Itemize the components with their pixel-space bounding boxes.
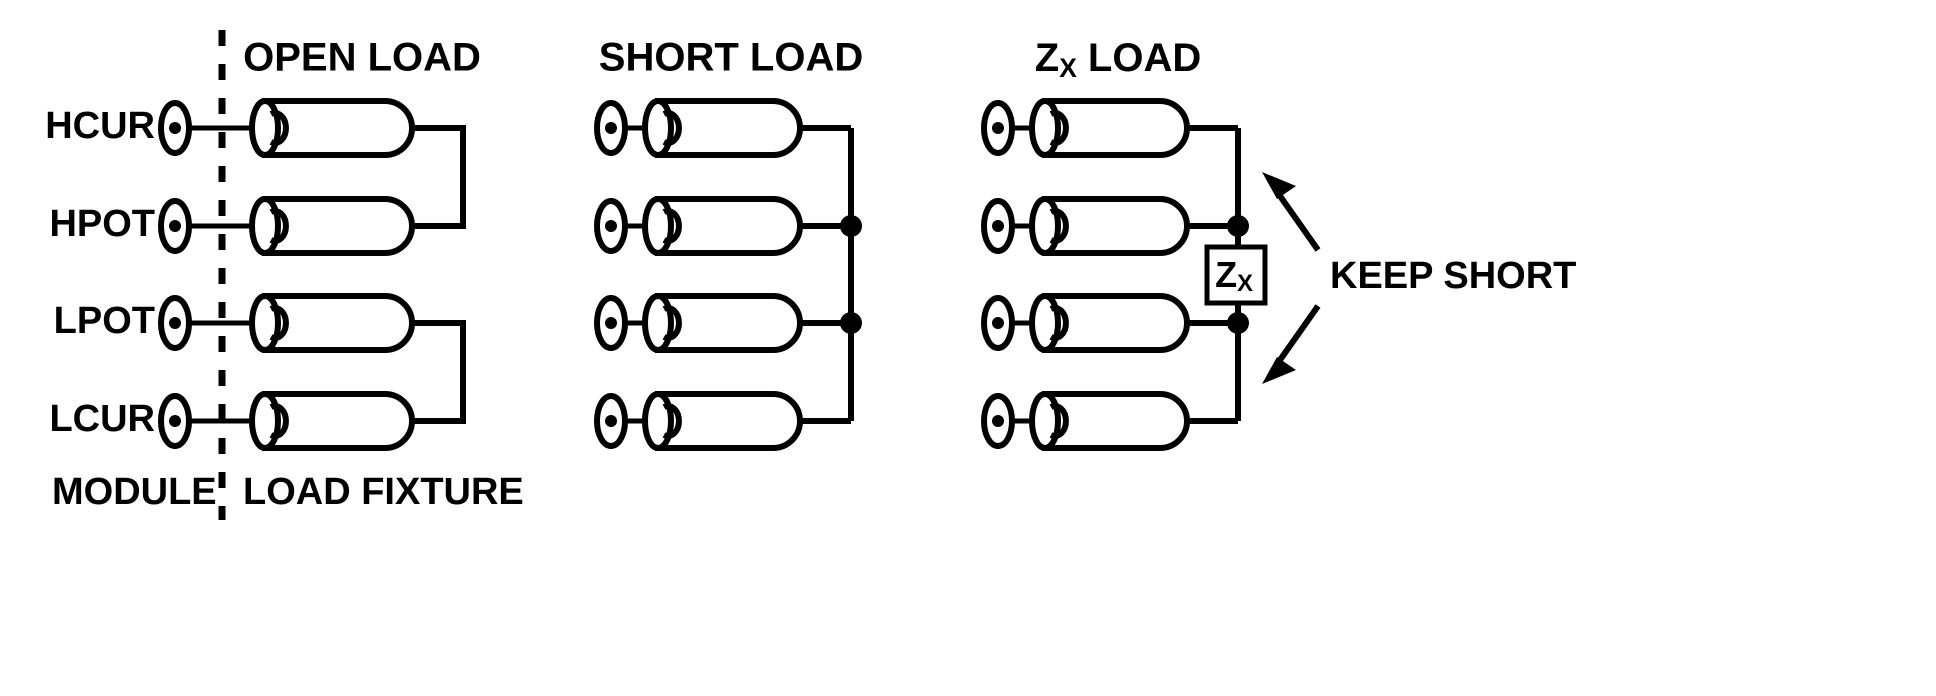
cable-lpot <box>249 293 415 353</box>
port-connector-hcur <box>984 103 1012 153</box>
cable-lpot <box>1029 293 1190 353</box>
cable-lpot <box>642 293 803 353</box>
zx-label-sub: X <box>1237 270 1253 297</box>
port-connector-hcur <box>161 103 189 153</box>
port-label-hpot: HPOT <box>49 203 155 245</box>
port-connector-lcur <box>161 396 189 446</box>
port-label-hcur: HCUR <box>45 105 155 147</box>
open-load-cables <box>249 98 415 451</box>
short-load-bus <box>800 125 862 424</box>
junction-dot-lpot <box>1227 312 1249 334</box>
cable-hcur <box>642 98 803 158</box>
open-load-interconnects <box>412 125 466 424</box>
port-connector-hcur <box>597 103 625 153</box>
port-connector-lpot <box>597 298 625 348</box>
cable-lcur <box>249 391 415 451</box>
zx-box-label: ZX <box>1215 254 1253 298</box>
zx-load-cables <box>1029 98 1190 451</box>
port-connector-lpot <box>161 298 189 348</box>
port-label-lpot: LPOT <box>54 300 155 342</box>
zx-box <box>1204 244 1268 306</box>
zx-title-sub: X <box>1059 53 1077 83</box>
column-title-short-load: SHORT LOAD <box>599 36 863 80</box>
port-label-lcur: LCUR <box>49 398 155 440</box>
junction-dot-hpot <box>1227 215 1249 237</box>
column-short-load <box>597 98 862 451</box>
column-titles: OPEN LOAD SHORT LOAD ZX LOAD <box>243 36 1201 83</box>
junction-dot-hpot <box>840 215 862 237</box>
port-connector-hpot <box>597 201 625 251</box>
column-title-open-load: OPEN LOAD <box>243 36 481 80</box>
short-load-port-connectors <box>597 103 625 446</box>
cable-hpot <box>1029 196 1190 256</box>
column-title-zx-load: ZX LOAD <box>1035 36 1201 83</box>
keep-short-arrow-up <box>1262 172 1321 252</box>
port-connector-lpot <box>984 298 1012 348</box>
port-connector-hpot <box>984 201 1012 251</box>
cable-hcur <box>1029 98 1190 158</box>
zx-load-port-connectors <box>984 103 1012 446</box>
zx-load-lead-wires <box>998 125 1048 424</box>
zone-label-load-fixture: LOAD FIXTURE <box>243 471 524 513</box>
short-load-lead-wires <box>611 125 661 424</box>
cable-lcur <box>642 391 803 451</box>
port-connector-lcur <box>597 396 625 446</box>
cable-hpot <box>249 196 415 256</box>
junction-dot-lpot <box>840 312 862 334</box>
zx-title-main: Z <box>1035 36 1059 80</box>
open-loop-lower <box>412 320 466 424</box>
zone-label-module: MODULE <box>52 471 217 513</box>
port-labels: HCUR HPOT LPOT LCUR <box>45 105 155 440</box>
port-connector-hpot <box>161 201 189 251</box>
short-load-cables <box>642 98 803 451</box>
zx-title-tail: LOAD <box>1077 36 1201 80</box>
zx-component: ZX <box>1204 244 1268 306</box>
zx-load-bus <box>1187 125 1249 424</box>
open-load-port-connectors <box>161 103 189 446</box>
keep-short-label: KEEP SHORT <box>1330 255 1576 297</box>
open-loop-upper <box>412 125 466 229</box>
column-zx-load: ZX <box>984 98 1268 451</box>
port-connector-lcur <box>984 396 1012 446</box>
keep-short-annotation: KEEP SHORT <box>1262 172 1576 384</box>
cable-hpot <box>642 196 803 256</box>
keep-short-arrow-down <box>1262 304 1321 384</box>
column-open-load <box>161 98 466 451</box>
cable-hcur <box>249 98 415 158</box>
cable-lcur <box>1029 391 1190 451</box>
zx-label-main: Z <box>1215 254 1237 295</box>
